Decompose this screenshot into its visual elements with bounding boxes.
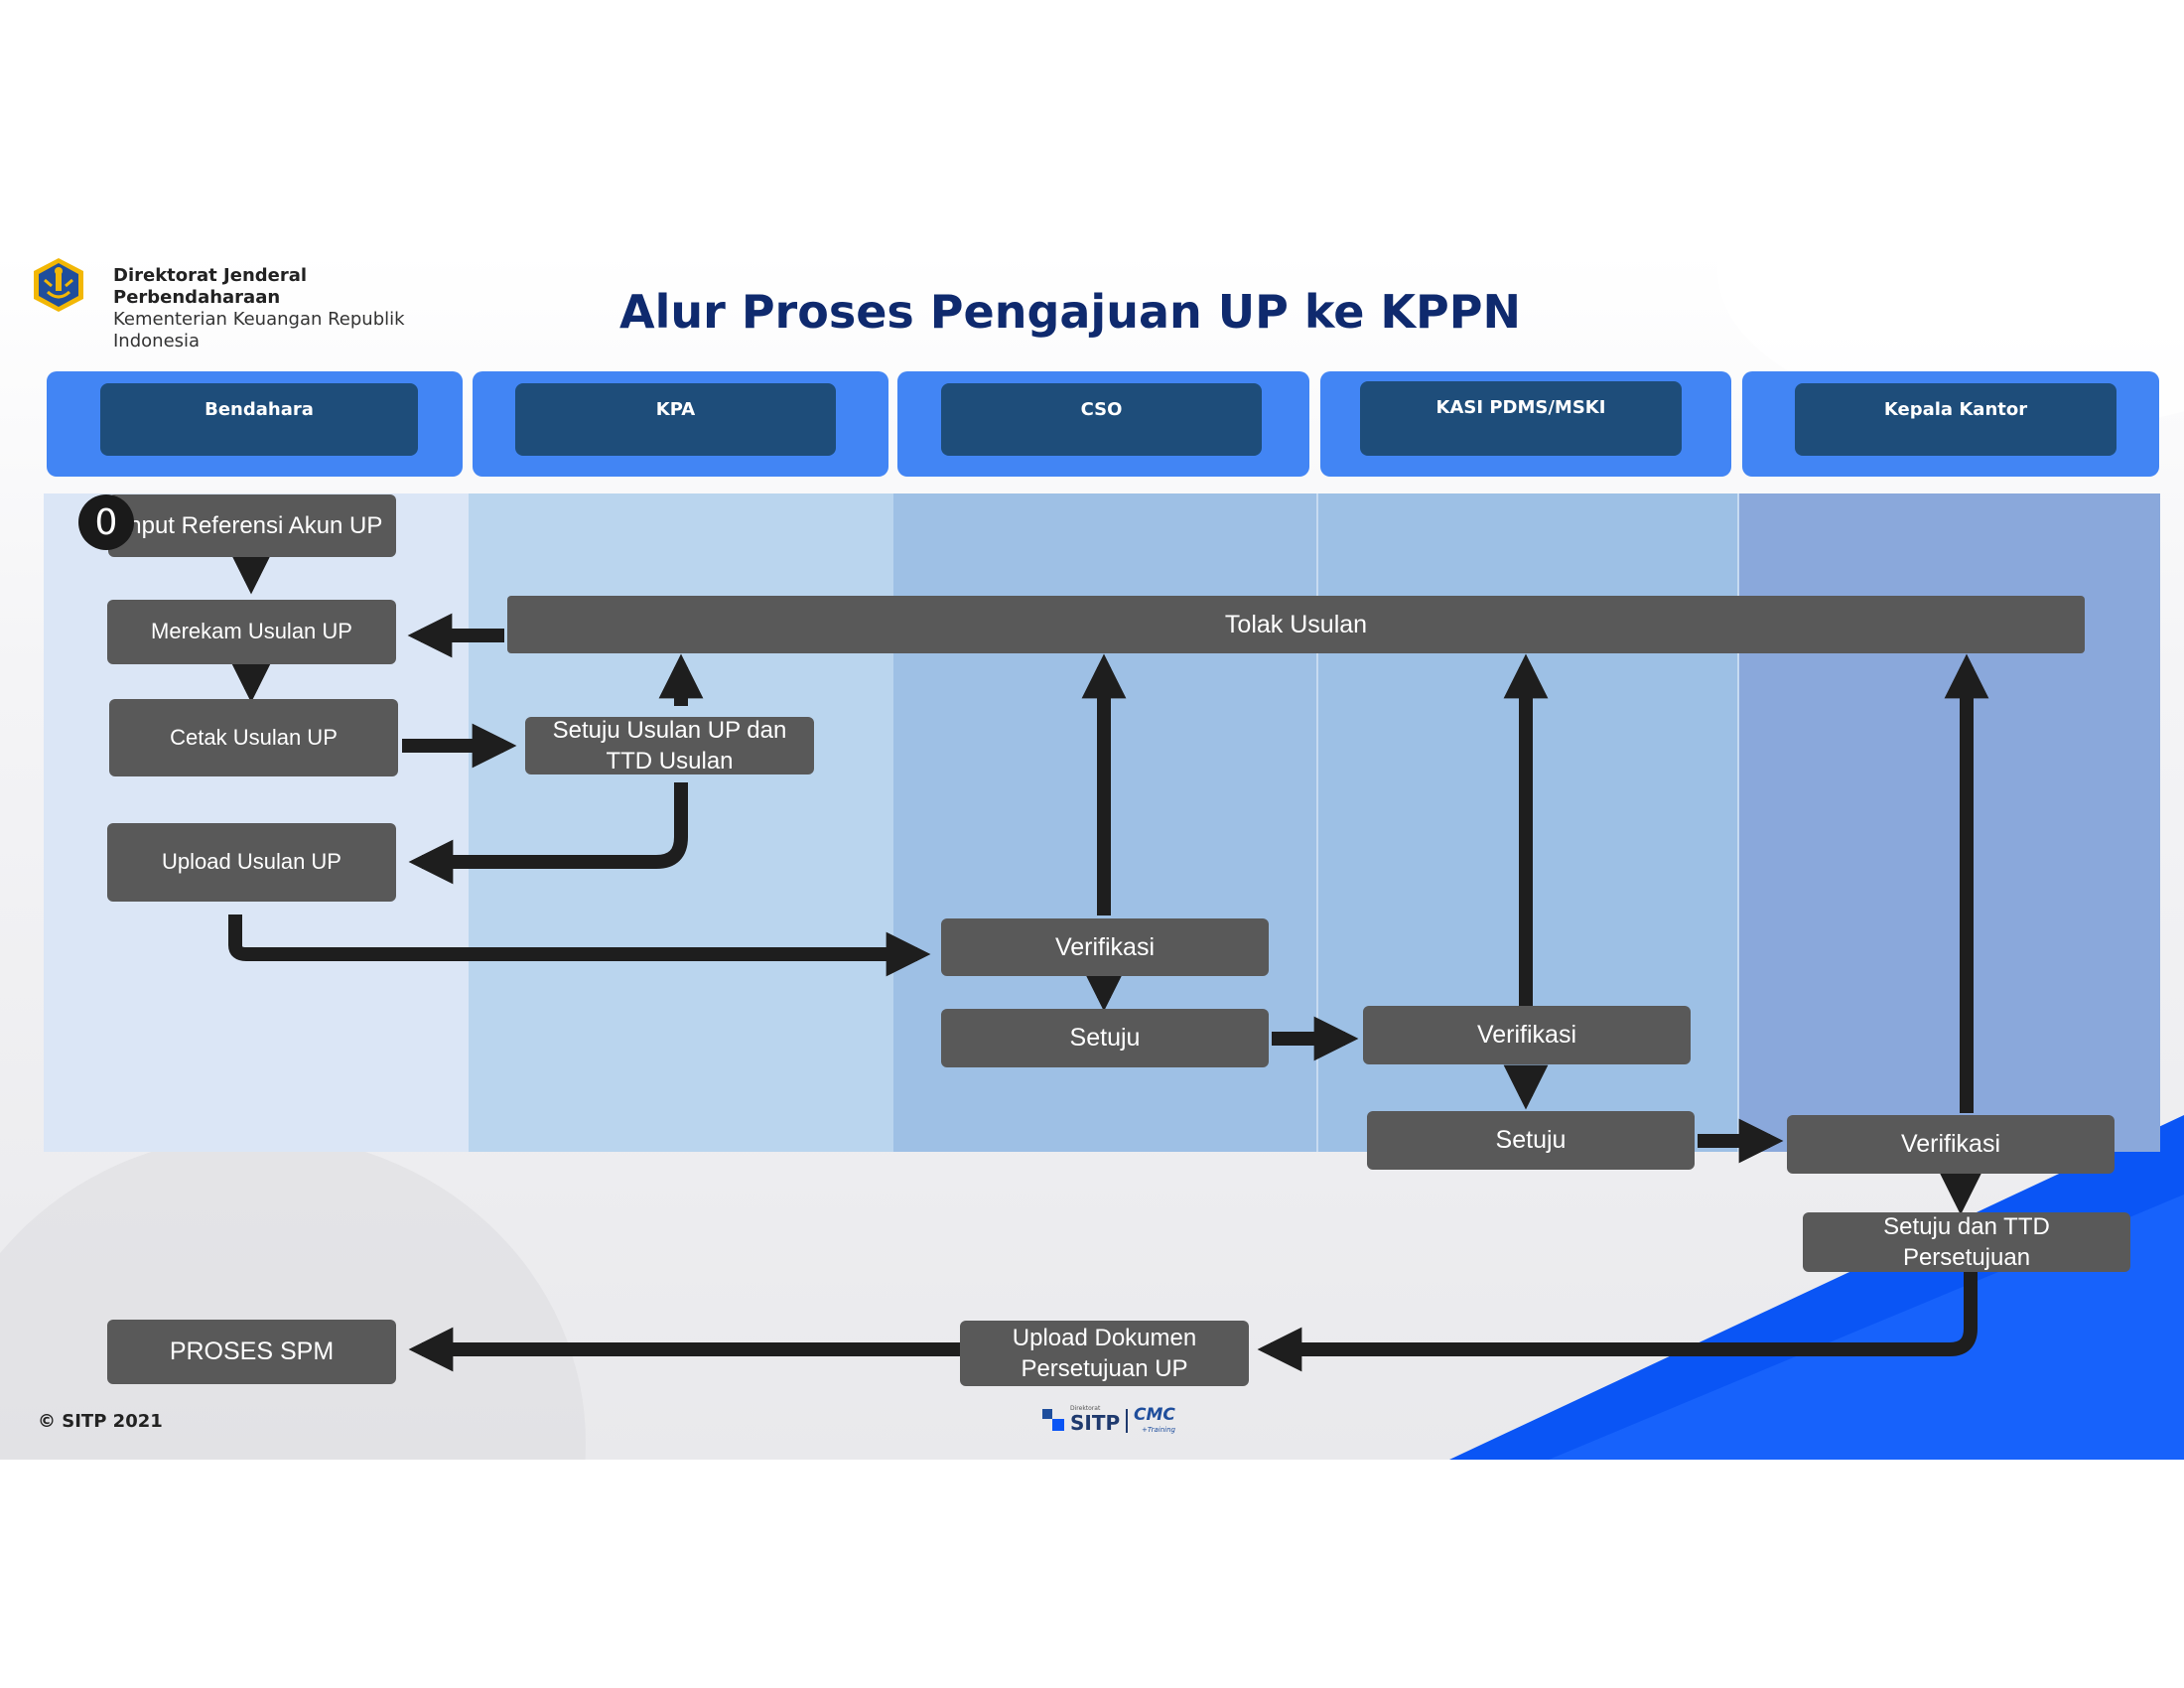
arrow-setuju-ttd-to-upload-dokumen [1257, 1268, 1978, 1372]
org-name-line2: Perbendaharaan [113, 287, 281, 308]
lane-header-kasi-label: KASI PDMS/MSKI [1360, 381, 1682, 456]
lane-header-bendahara-label: Bendahara [100, 383, 418, 456]
lane-header-kasi: KASI PDMS/MSKI [1320, 371, 1731, 477]
org-name-line1: Direktorat Jenderal [113, 265, 308, 286]
step-verifikasi-kasi: Verifikasi [1363, 1006, 1691, 1064]
sitp-logo-text: SITP [1070, 1411, 1121, 1435]
slide: Direktorat Jenderal Perbendaharaan Kemen… [0, 251, 2184, 1460]
step-upload-usulan: Upload Usulan UP [107, 823, 396, 902]
step-tolak-usulan: Tolak Usulan [507, 596, 2085, 653]
lane-header-kpa-label: KPA [515, 383, 836, 456]
lane-header-cso-label: CSO [941, 383, 1262, 456]
org-ministry-line1: Kementerian Keuangan Republik [113, 309, 405, 330]
lane-header-kepala-kantor: Kepala Kantor [1742, 371, 2159, 477]
step-input-referensi: Input Referensi Akun UP [108, 494, 396, 557]
step-setuju-ttd-persetujuan: Setuju dan TTD Persetujuan [1803, 1212, 2130, 1272]
sitp-logo-mark [1042, 1409, 1064, 1431]
step-setuju-kasi: Setuju [1367, 1111, 1695, 1170]
lane-header-bendahara: Bendahara [47, 371, 463, 477]
arrow-upload-to-verifikasi-cso [228, 914, 931, 977]
logo-divider [1126, 1409, 1128, 1433]
lane-header-kpa: KPA [473, 371, 888, 477]
step-proses-spm: PROSES SPM [107, 1320, 396, 1384]
org-ministry-line2: Indonesia [113, 331, 201, 352]
step-merekam-usulan: Merekam Usulan UP [107, 600, 396, 664]
step-setuju-ttd-usulan: Setuju Usulan UP dan TTD Usulan [525, 717, 814, 774]
footer-copyright: © SITP 2021 [38, 1411, 163, 1432]
lane-header-kepala-kantor-label: Kepala Kantor [1795, 383, 2116, 456]
cmc-training-text: +Training [1142, 1426, 1175, 1434]
arrow-setuju-ttd-to-upload [408, 782, 688, 885]
step-upload-dokumen-persetujuan: Upload Dokumen Persetujuan UP [960, 1321, 1249, 1386]
step-number-badge: 0 [78, 494, 134, 550]
lane-header-cso: CSO [897, 371, 1309, 477]
step-cetak-usulan: Cetak Usulan UP [109, 699, 398, 776]
step-setuju-cso: Setuju [941, 1009, 1269, 1067]
footer-logo-sitp-cmc: Direktorat SITP CMC +Training [1042, 1405, 1191, 1439]
sitp-logo-small-text: Direktorat [1070, 1405, 1101, 1412]
kemenkeu-logo [34, 258, 83, 312]
step-verifikasi-kepala: Verifikasi [1787, 1115, 2115, 1174]
cmc-logo-text: CMC [1134, 1405, 1175, 1425]
step-verifikasi-cso: Verifikasi [941, 918, 1269, 976]
flow-connectors [228, 549, 1989, 1372]
page-title: Alur Proses Pengajuan UP ke KPPN [619, 285, 1521, 339]
